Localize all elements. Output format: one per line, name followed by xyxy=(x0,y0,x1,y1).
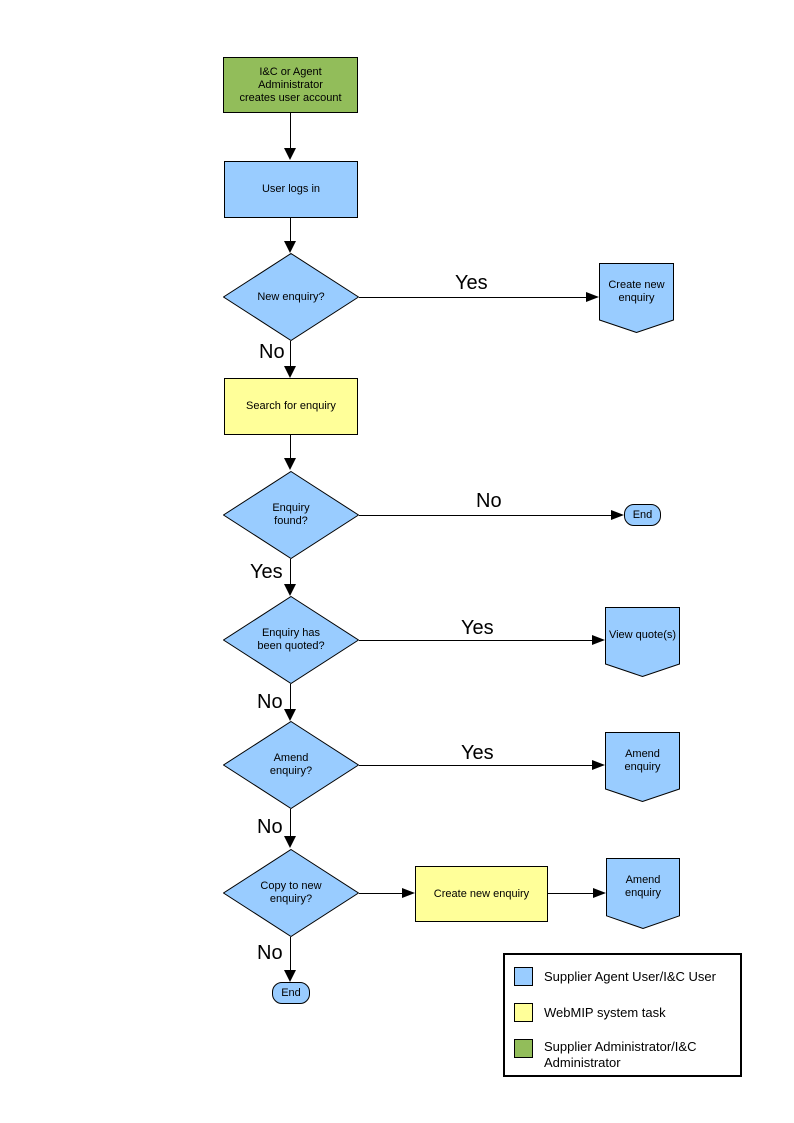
node-create-new-enquiry-2-label: Create new enquiry xyxy=(433,887,530,900)
decision-enquiry-quoted: Enquiry has been quoted? xyxy=(223,596,359,684)
edge-label-enquiry-quoted-no: No xyxy=(257,691,283,713)
arrow-found-to-quoted-head xyxy=(284,584,296,596)
legend-label-system: WebMIP system task xyxy=(544,1004,666,1020)
arrow-quoted-to-amend-head xyxy=(284,709,296,721)
arrow-new-enquiry-to-search-head xyxy=(284,366,296,378)
decision-new-enquiry: New enquiry? xyxy=(223,253,359,341)
arrow-copy-to-end-head xyxy=(284,970,296,982)
decision-enquiry-quoted-label: Enquiry has been quoted? xyxy=(257,627,325,652)
arrow-create-to-amend-node-head xyxy=(593,888,606,898)
decision-enquiry-found: Enquiry found? xyxy=(223,471,359,559)
node-create-account-label: I&C or Agent Administrator creates user … xyxy=(239,65,342,104)
arrow-search-to-found-line xyxy=(290,435,291,459)
decision-copy-to-new-enquiry-label: Copy to new enquiry? xyxy=(260,880,322,905)
arrow-search-to-found-head xyxy=(284,458,296,470)
legend-swatch-system xyxy=(514,1003,533,1022)
arrow-amend-to-copy-line xyxy=(290,809,291,837)
arrow-login-to-new-enquiry-line xyxy=(290,218,291,242)
node-search-for-enquiry: Search for enquiry xyxy=(224,378,358,435)
node-create-account: I&C or Agent Administrator creates user … xyxy=(223,57,358,113)
edge-label-amend-yes: Yes xyxy=(461,742,494,764)
arrow-amend-to-copy-head xyxy=(284,836,296,848)
legend-label-user: Supplier Agent User/I&C User xyxy=(544,968,716,984)
arrow-copy-to-create-line xyxy=(359,893,402,894)
arrow-found-to-end-head xyxy=(611,510,624,520)
legend-swatch-user xyxy=(514,967,533,986)
node-create-new-enquiry-2: Create new enquiry xyxy=(415,866,548,922)
arrow-new-enquiry-to-create-line xyxy=(359,297,586,298)
arrow-copy-to-end-line xyxy=(290,937,291,971)
node-create-new-enquiry-1-label: Create new enquiry xyxy=(608,278,665,304)
edge-label-copy-no: No xyxy=(257,942,283,964)
decision-new-enquiry-label: New enquiry? xyxy=(257,290,325,303)
arrow-amend-to-amend-node-head xyxy=(592,760,605,770)
node-view-quotes-label: View quote(s) xyxy=(608,629,677,641)
node-user-logs-in-label: User logs in xyxy=(261,183,321,195)
arrow-new-enquiry-to-search-line xyxy=(290,341,291,367)
arrow-login-to-new-enquiry-head xyxy=(284,241,296,253)
decision-enquiry-found-label: Enquiry found? xyxy=(272,502,310,527)
node-end-1: End xyxy=(624,504,661,526)
node-create-new-enquiry-1: Create new enquiry xyxy=(599,263,674,333)
edge-label-enquiry-found-no: No xyxy=(476,490,502,512)
arrow-amend-to-amend-node-line xyxy=(359,765,592,766)
node-search-for-enquiry-label: Search for enquiry xyxy=(246,400,336,412)
legend: Supplier Agent User/I&C User WebMIP syst… xyxy=(503,953,742,1077)
node-amend-enquiry-2-label: Amend enquiry xyxy=(624,874,662,899)
arrow-found-to-end-line xyxy=(359,515,611,516)
arrow-new-enquiry-to-create-head xyxy=(586,292,599,302)
arrow-create-to-amend-node-line xyxy=(548,893,593,894)
arrow-found-to-quoted-line xyxy=(290,559,291,585)
arrow-copy-to-create-head xyxy=(402,888,415,898)
node-amend-enquiry-1: Amend enquiry xyxy=(605,732,680,802)
arrow-account-to-login-head xyxy=(284,148,296,160)
node-amend-enquiry-1-label: Amend enquiry xyxy=(624,747,661,773)
node-view-quotes: View quote(s) xyxy=(605,607,680,677)
legend-item-system: WebMIP system task xyxy=(514,1003,666,1022)
edge-label-enquiry-found-yes: Yes xyxy=(250,561,283,583)
node-end-2-label: End xyxy=(281,987,301,999)
node-end-1-label: End xyxy=(632,509,653,521)
legend-item-admin: Supplier Administrator/I&C Administrator xyxy=(514,1039,696,1071)
arrow-quoted-to-amend-line xyxy=(290,684,291,711)
arrow-account-to-login-line xyxy=(290,113,291,149)
arrow-quoted-to-view-line xyxy=(359,640,592,641)
edge-label-new-enquiry-yes: Yes xyxy=(455,272,488,294)
node-user-logs-in: User logs in xyxy=(224,161,358,218)
arrow-quoted-to-view-head xyxy=(592,635,605,645)
legend-swatch-admin xyxy=(514,1039,533,1058)
edge-label-new-enquiry-no: No xyxy=(259,341,285,363)
node-amend-enquiry-2: Amend enquiry xyxy=(606,858,680,929)
edge-label-amend-no: No xyxy=(257,816,283,838)
node-end-2: End xyxy=(272,982,310,1004)
edge-label-enquiry-quoted-yes: Yes xyxy=(461,617,494,639)
decision-copy-to-new-enquiry: Copy to new enquiry? xyxy=(223,849,359,937)
legend-label-admin: Supplier Administrator/I&C Administrator xyxy=(544,1039,697,1070)
decision-amend-enquiry-label: Amend enquiry? xyxy=(269,752,313,777)
decision-amend-enquiry: Amend enquiry? xyxy=(223,721,359,809)
legend-item-user: Supplier Agent User/I&C User xyxy=(514,967,716,986)
